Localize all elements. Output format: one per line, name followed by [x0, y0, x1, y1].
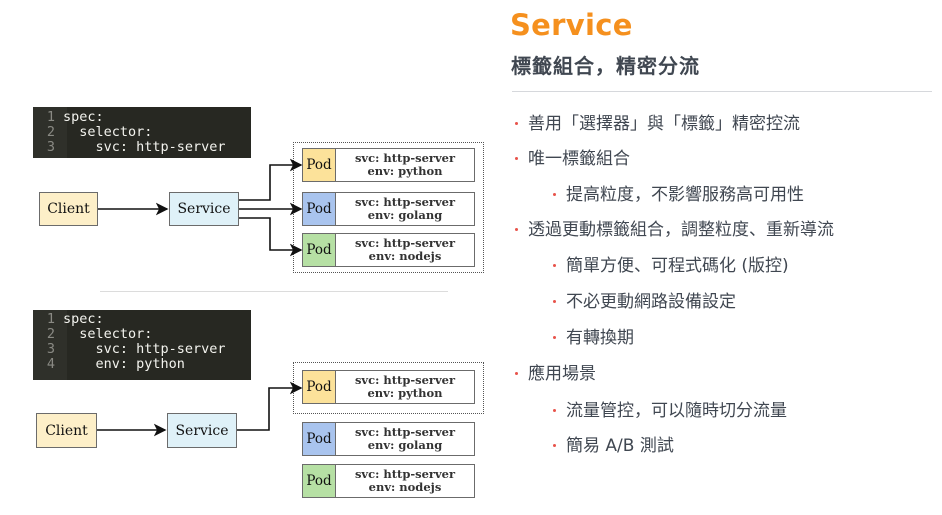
bullet-text: 不必更動網路設備設定: [566, 292, 736, 312]
bullet-text: 應用場景: [528, 364, 596, 384]
bullet-text: 善用「選擇器」與「標籤」精密控流: [528, 114, 800, 134]
pod-label-svc: svc: http-server: [354, 425, 456, 439]
arrow-service-to-pod-python-1: [239, 158, 303, 201]
bullet-dot-icon: [515, 121, 518, 125]
slide-title: Service: [510, 8, 633, 42]
bullet-item: 唯一標籤組合: [515, 147, 630, 171]
client-node-2: Client: [36, 413, 97, 448]
code-text: spec:: [63, 311, 104, 327]
pod-label-env: env: nodejs: [368, 480, 442, 494]
bullet-text: 流量管控，可以隨時切分流量: [566, 401, 787, 421]
pod-tag: Pod: [303, 234, 336, 266]
service-node-2: Service: [167, 413, 237, 448]
pod-label-env: env: golang: [367, 208, 443, 222]
bullet-dot-icon: [553, 299, 556, 303]
pod-label-svc: svc: http-server: [354, 467, 456, 481]
code-line: 3 svc: http-server: [33, 342, 251, 357]
sub-bullet-item: 有轉換期: [553, 326, 634, 350]
pod-label-env: env: python: [367, 164, 443, 178]
line-number: 2: [46, 326, 55, 342]
arrow-service-to-pod-python-2: [237, 381, 303, 431]
service-node-1: Service: [169, 192, 239, 226]
sub-bullet-item: 提高粒度，不影響服務高可用性: [553, 183, 804, 207]
bullet-text: 簡易 A/B 測試: [566, 436, 674, 456]
code-gutter: [33, 107, 67, 158]
slide-subtitle: 標籤組合，精密分流: [511, 54, 700, 78]
pod-tag: Pod: [303, 423, 336, 455]
code-text: spec:: [63, 109, 104, 125]
code-text: svc: http-server: [63, 341, 226, 357]
line-number: 1: [46, 311, 55, 327]
pod-tag: Pod: [303, 149, 336, 181]
client-node-1: Client: [39, 192, 98, 226]
code-line: 2 selector:: [33, 125, 251, 140]
pod-label-env: env: nodejs: [368, 249, 442, 263]
bullet-dot-icon: [553, 443, 556, 447]
header-divider: [512, 91, 932, 92]
bullet-dot-icon: [515, 371, 518, 375]
pod-label-svc: svc: http-server: [354, 373, 456, 387]
code-text: env: python: [63, 356, 185, 372]
sub-bullet-item: 簡單方便、可程式碼化 (版控): [553, 254, 789, 278]
line-number: 4: [46, 356, 55, 372]
pod-tag: Pod: [303, 193, 336, 225]
bullet-dot-icon: [553, 192, 556, 196]
bullet-dot-icon: [553, 335, 556, 339]
bullet-dot-icon: [553, 408, 556, 412]
code-text: svc: http-server: [63, 139, 226, 155]
bullet-text: 簡單方便、可程式碼化 (版控): [566, 256, 789, 276]
code-line: 2 selector:: [33, 327, 251, 342]
pod-label-svc: svc: http-server: [354, 236, 456, 250]
pod-tag: Pod: [303, 371, 336, 403]
code-line: 3 svc: http-server: [33, 140, 251, 155]
pod-label-svc: svc: http-server: [354, 195, 456, 209]
code-line: 4 env: python: [33, 357, 251, 372]
bullet-item: 透過更動標籤組合，調整粒度、重新導流: [515, 218, 834, 242]
bullet-text: 透過更動標籤組合，調整粒度、重新導流: [528, 220, 834, 240]
bullet-text: 有轉換期: [566, 328, 634, 348]
bullet-text: 唯一標籤組合: [528, 149, 630, 169]
line-number: 1: [46, 109, 55, 125]
line-number: 3: [46, 341, 55, 357]
bullet-item: 善用「選擇器」與「標籤」精密控流: [515, 112, 800, 136]
bullet-text: 提高粒度，不影響服務高可用性: [566, 185, 804, 205]
bullet-item: 應用場景: [515, 362, 596, 386]
sub-bullet-item: 簡易 A/B 測試: [553, 434, 674, 458]
sub-bullet-item: 流量管控，可以隨時切分流量: [553, 399, 787, 423]
code-line: 1 spec:: [33, 110, 251, 125]
bullet-dot-icon: [553, 263, 556, 267]
pod-label-env: env: python: [367, 386, 443, 400]
arrow-service-to-pod-nodejs-1: [239, 217, 303, 257]
pod-label-svc: svc: http-server: [354, 151, 456, 165]
line-number: 3: [46, 139, 55, 155]
code-text: selector:: [63, 326, 153, 342]
sub-bullet-item: 不必更動網路設備設定: [553, 290, 736, 314]
code-text: selector:: [63, 124, 153, 140]
section-divider: [100, 291, 448, 292]
pod-label-env: env: golang: [367, 438, 443, 452]
code-gutter: [33, 310, 67, 380]
bullet-dot-icon: [515, 227, 518, 231]
code-line: 1 spec:: [33, 312, 251, 327]
bullet-dot-icon: [515, 156, 518, 160]
line-number: 2: [46, 124, 55, 140]
pod-tag: Pod: [303, 465, 336, 497]
